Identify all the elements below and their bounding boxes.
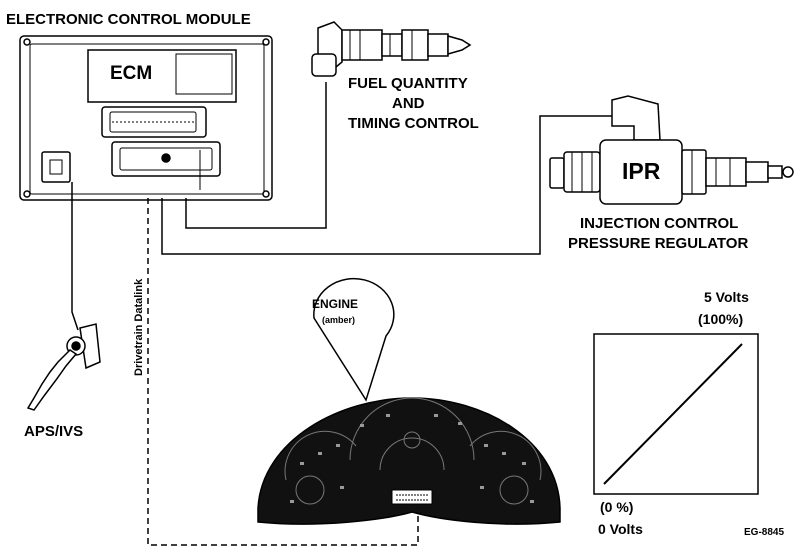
- figure-id: EG-8845: [744, 527, 785, 538]
- fuel-label-line1: FUEL QUANTITY: [348, 75, 468, 92]
- hundred-percent-label: (100%): [698, 311, 744, 327]
- datalink-label: Drivetrain Datalink: [133, 278, 145, 376]
- aps-ivs-sensor: [26, 323, 101, 411]
- amber-label: (amber): [322, 315, 356, 325]
- engine-warning-callout: [313, 277, 395, 402]
- instrument-cluster: [257, 397, 561, 525]
- aps-ivs-label: APS/IVS: [24, 423, 84, 440]
- wiring: [71, 82, 614, 546]
- fuel-label-line2: AND: [392, 95, 425, 112]
- ecm-title: ELECTRONIC CONTROL MODULE: [6, 11, 251, 28]
- icp-label-line1: INJECTION CONTROL: [580, 215, 739, 232]
- five-volts-label: 5 Volts: [704, 289, 749, 305]
- engine-label: ENGINE: [312, 297, 359, 311]
- ipr-label: IPR: [622, 158, 661, 184]
- zero-percent-label: (0 %): [600, 499, 634, 515]
- zero-volts-label: 0 Volts: [598, 521, 643, 537]
- ipr-valve: [549, 95, 794, 205]
- fuel-label-line3: TIMING CONTROL: [348, 115, 479, 132]
- voltage-graph: [593, 333, 759, 495]
- ecm-module: [19, 35, 273, 201]
- fuel-injector: [311, 21, 472, 77]
- ecm-label: ECM: [110, 63, 153, 84]
- icp-label-line2: PRESSURE REGULATOR: [568, 235, 749, 252]
